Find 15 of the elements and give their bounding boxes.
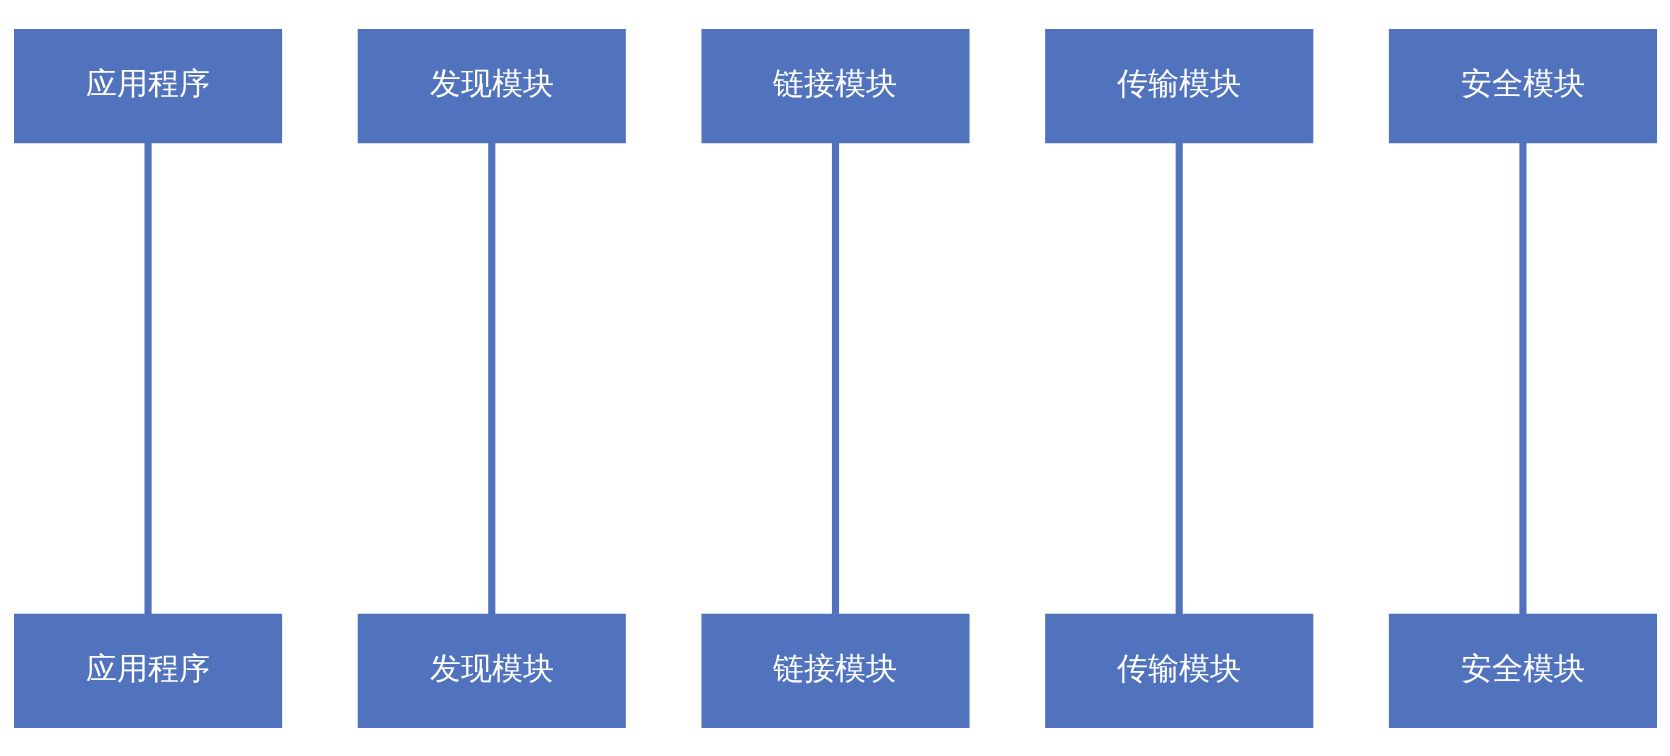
node-box: 链接模块: [700, 28, 970, 143]
node-box: 安全模块: [1388, 613, 1657, 728]
node-box: 发现模块: [357, 613, 626, 728]
node-box: 应用程序: [13, 28, 282, 143]
connector: [144, 142, 152, 614]
connector: [1518, 142, 1526, 614]
node-box: 传输模块: [1044, 28, 1313, 143]
node-box: 传输模块: [1044, 613, 1313, 728]
node-box: 应用程序: [13, 613, 282, 728]
node-box: 链接模块: [700, 613, 970, 728]
connector: [487, 142, 495, 614]
node-box: 发现模块: [357, 28, 626, 143]
node-box: 安全模块: [1388, 28, 1657, 143]
connector: [1175, 142, 1183, 614]
connector: [831, 142, 839, 614]
